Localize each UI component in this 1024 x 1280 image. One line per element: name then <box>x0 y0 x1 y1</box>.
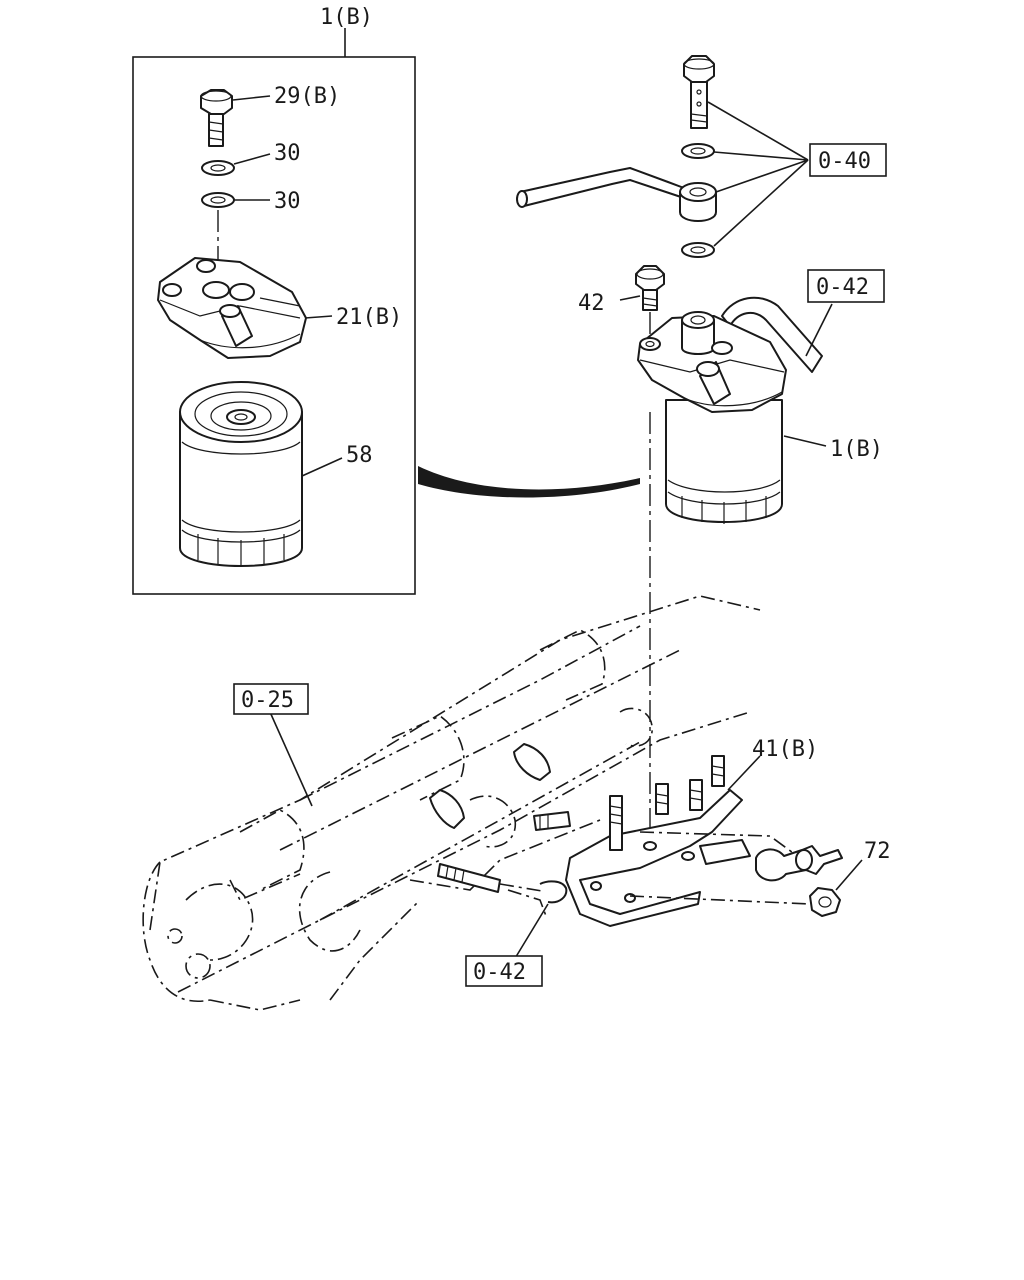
callout-washer-upper: 30 <box>274 141 301 166</box>
washer-30-upper: 30 <box>201 141 301 176</box>
reference-label: 0-42 <box>473 960 526 985</box>
filter-head-21b: 21(B) <box>157 257 402 359</box>
callout-filter-head: 21(B) <box>336 305 402 330</box>
washer-30-lower: 30 <box>201 189 301 214</box>
eye-bolt <box>683 55 715 129</box>
bolt-29b: 29(B) <box>200 84 340 147</box>
side-bolt <box>629 845 843 905</box>
reference-0-25: 0-25 <box>233 683 309 715</box>
callout-bracket: 41(B) <box>752 737 818 762</box>
reference-0-42-bottom: 0-42 <box>465 955 543 987</box>
filter-element-58: 58 <box>179 381 373 567</box>
reference-0-40: 0-40 <box>809 143 887 177</box>
gasket-lower <box>681 242 715 258</box>
callout-bolt: 29(B) <box>274 84 340 109</box>
reference-label: 0-25 <box>241 688 294 713</box>
callout-nut: 72 <box>864 839 891 864</box>
callout-filter-assembly: 1(B) <box>830 437 883 462</box>
mounting-bracket-41b: 41(B) <box>437 737 818 927</box>
detail-connector-arrow <box>418 466 640 498</box>
fuel-pipe <box>516 167 717 222</box>
return-hose <box>721 296 823 373</box>
reference-0-42-top: 0-42 <box>807 269 885 303</box>
nut-72: 72 <box>809 839 891 917</box>
callout-filter-element: 58 <box>346 443 373 468</box>
bolt-42: 42 <box>578 265 665 316</box>
callout-bolt-42: 42 <box>578 291 605 316</box>
hose-clamp <box>507 880 568 917</box>
filter-assembly-1b: 1(B) <box>637 311 883 524</box>
gasket-upper <box>681 143 715 159</box>
engine-block-phantom <box>142 595 761 1011</box>
detail-inset-box: 1(B) <box>132 5 416 595</box>
reference-label: 0-42 <box>816 275 869 300</box>
callout-washer-lower: 30 <box>274 189 301 214</box>
callout-assembly-top: 1(B) <box>320 5 373 30</box>
reference-label: 0-40 <box>818 149 871 174</box>
